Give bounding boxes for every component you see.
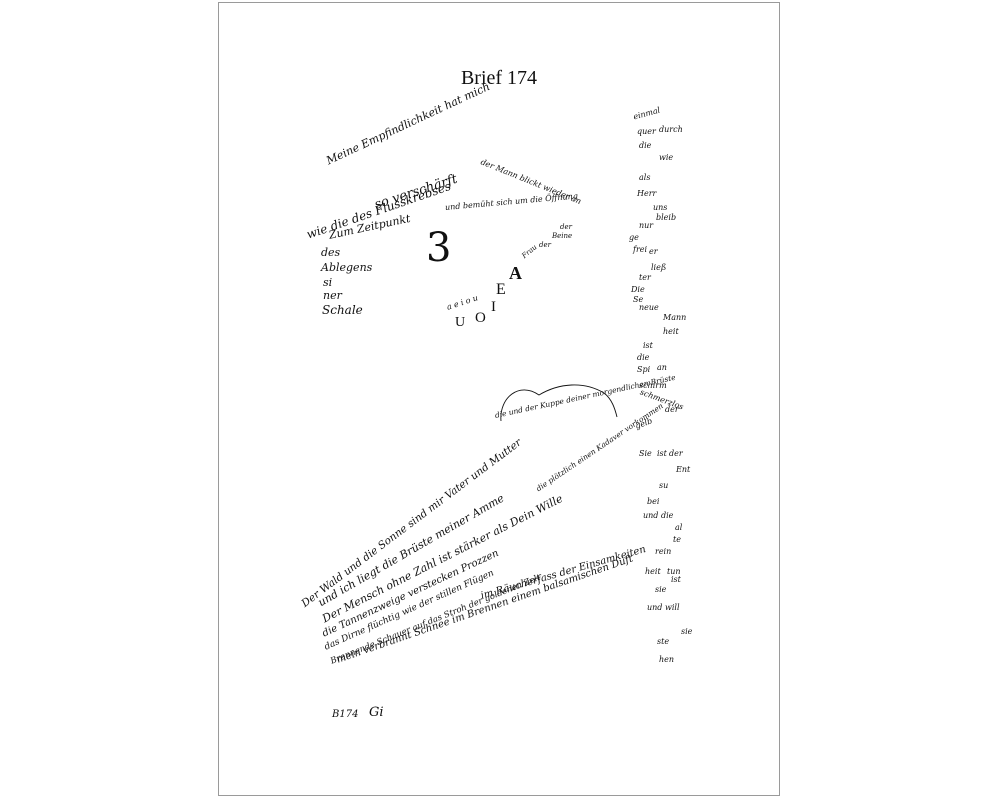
column-word: ste <box>657 637 670 646</box>
column-word: wie <box>659 153 674 162</box>
column-word: rein <box>655 547 672 556</box>
column-word: hen <box>659 655 675 664</box>
signature: Gi <box>369 705 384 720</box>
vowel-capital: U <box>455 315 466 330</box>
column-word: die <box>637 353 650 362</box>
vowel-capital: A <box>509 263 522 283</box>
column-word: tun <box>667 567 681 576</box>
column-word: bei <box>647 497 660 506</box>
page-title: Brief 174 <box>460 67 538 89</box>
column-word: Herr <box>637 189 657 198</box>
column-word: er <box>649 247 658 256</box>
column-word: te <box>673 535 681 544</box>
column-word: als <box>639 173 651 182</box>
column-word: will <box>665 603 680 612</box>
column-word: frei <box>633 245 648 254</box>
column-word: quer <box>637 127 656 136</box>
poem-line: Ablegens <box>321 261 373 274</box>
crest-curve <box>500 384 618 422</box>
column-word: al <box>675 523 683 532</box>
column-word: sie <box>681 627 693 636</box>
big-number-three: 3 <box>426 225 452 271</box>
column-word: bleib <box>656 213 677 222</box>
column-word: und <box>647 603 663 612</box>
letter-page: Brief 174 Meine Empfindlichkeit hat mich… <box>218 2 780 796</box>
column-word: Die <box>631 285 645 294</box>
column-word: Sie <box>639 449 652 458</box>
column-word: nur <box>639 221 654 230</box>
poem-line: si <box>323 276 333 289</box>
column-word: sie <box>655 585 667 594</box>
poem-line: Schale <box>322 303 363 317</box>
column-word: Ent <box>676 465 691 474</box>
column-word: der <box>665 405 679 414</box>
column-word: und <box>643 511 659 520</box>
column-word: die <box>639 141 652 150</box>
column-word: durch <box>659 125 683 134</box>
poem-line: des <box>321 246 341 259</box>
column-word: Spi <box>637 365 651 374</box>
column-word: ist <box>671 575 681 584</box>
column-word: Mann <box>663 313 687 322</box>
column-word: ist <box>657 449 667 458</box>
column-word: neue <box>639 303 659 312</box>
column-word: ist <box>643 341 653 350</box>
column-word: ge <box>629 233 639 242</box>
vowel-capital: I <box>491 299 496 315</box>
column-word: ter <box>639 273 651 282</box>
column-word: die <box>661 511 674 520</box>
footer-code: B174 <box>332 709 359 720</box>
column-word: an <box>657 363 667 372</box>
column-word: su <box>659 481 669 490</box>
column-word: uns <box>653 203 668 212</box>
arrow-tail-word: der <box>560 223 572 231</box>
arrow-tail-word: der <box>539 241 551 249</box>
column-word: heit <box>645 567 661 576</box>
column-word: der <box>669 449 683 458</box>
vowel-capital: O <box>475 310 486 326</box>
vowel-capital: E <box>496 281 506 298</box>
column-word: heit <box>663 327 679 336</box>
column-word: Se <box>633 295 644 304</box>
poem-line: ner <box>323 289 342 302</box>
column-word: ließ <box>651 263 667 272</box>
arrow-tail-word: Beine <box>552 232 573 240</box>
column-word: schirm <box>639 381 667 390</box>
